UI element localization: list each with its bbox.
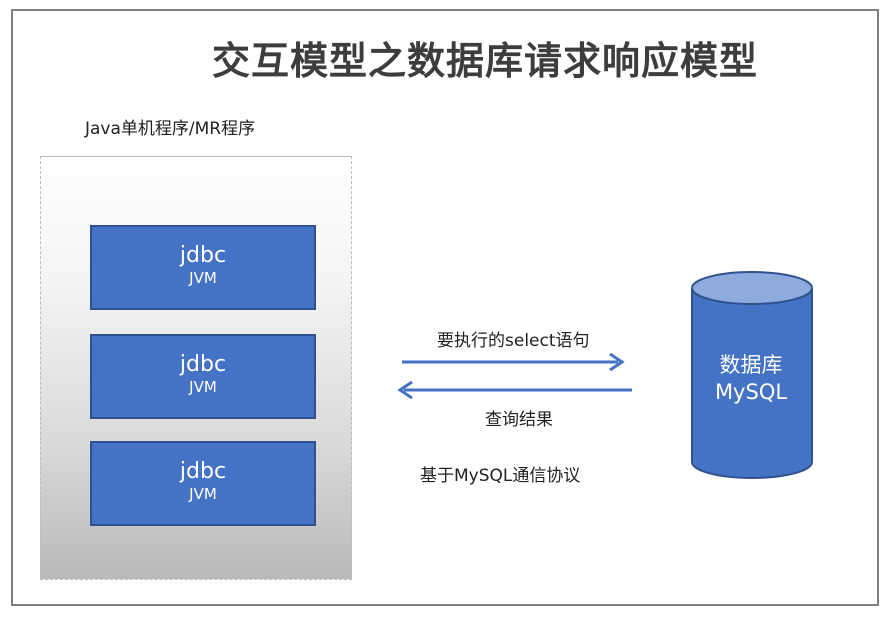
jvm-label: JVM bbox=[189, 485, 217, 503]
jvm-label: JVM bbox=[189, 269, 217, 287]
response-label: 查询结果 bbox=[485, 410, 553, 430]
request-label: 要执行的select语句 bbox=[437, 331, 590, 351]
jdbc-instance-box: jdbc JVM bbox=[90, 441, 316, 526]
jdbc-label: jdbc bbox=[179, 459, 227, 484]
database-label: 数据库 MySQL bbox=[692, 352, 810, 406]
jdbc-instance-box: jdbc JVM bbox=[90, 225, 316, 310]
protocol-label: 基于MySQL通信协议 bbox=[420, 466, 581, 486]
response-arrow-icon bbox=[397, 380, 632, 400]
request-arrow-icon bbox=[402, 352, 625, 372]
client-group-label: Java单机程序/MR程序 bbox=[85, 119, 256, 139]
jdbc-label: jdbc bbox=[179, 352, 227, 377]
request-response-arrows bbox=[397, 352, 632, 400]
database-engine: MySQL bbox=[714, 380, 788, 404]
jdbc-instance-box: jdbc JVM bbox=[90, 334, 316, 419]
database-name: 数据库 bbox=[719, 353, 783, 377]
page-title: 交互模型之数据库请求响应模型 bbox=[212, 39, 759, 83]
jvm-label: JVM bbox=[189, 378, 217, 396]
jdbc-label: jdbc bbox=[179, 243, 227, 268]
database-cylinder-icon bbox=[691, 271, 813, 479]
